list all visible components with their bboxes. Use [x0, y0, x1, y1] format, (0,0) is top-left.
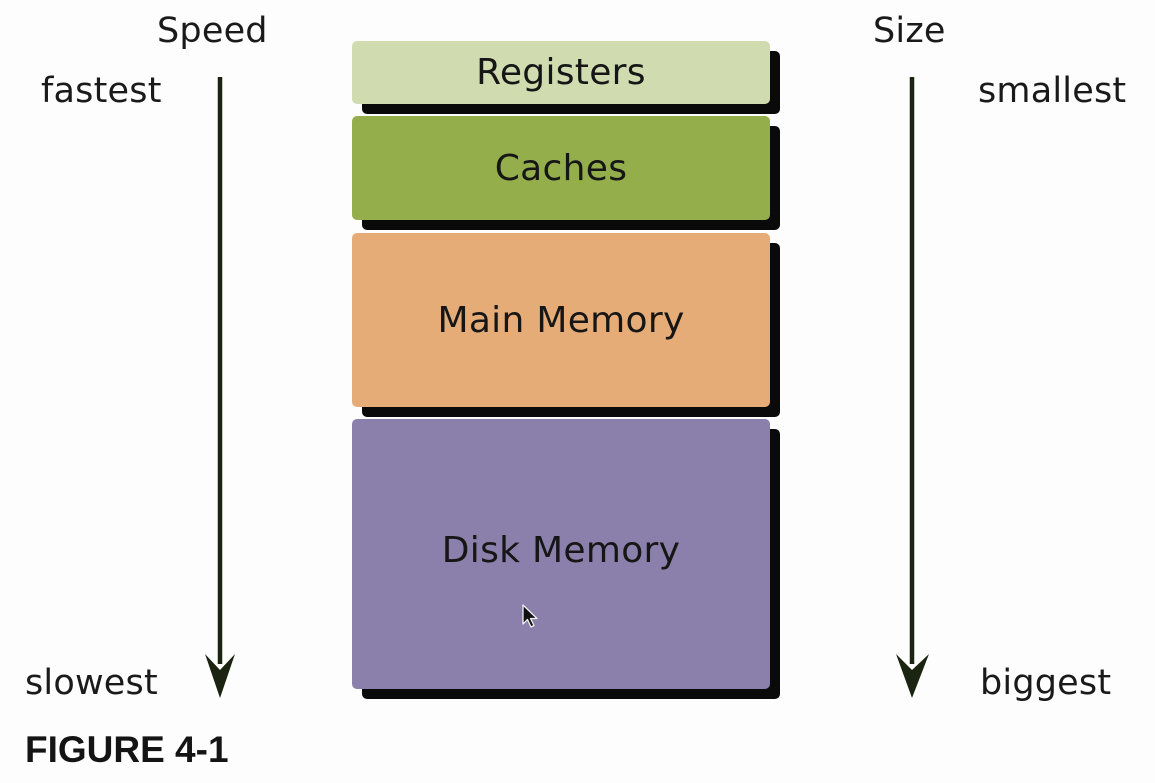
tier-caches-box: Caches: [352, 116, 770, 220]
speed-down-arrow-icon: [205, 77, 235, 698]
tier-registers: Registers: [352, 41, 780, 114]
fastest-label: fastest: [41, 71, 162, 111]
biggest-label: biggest: [980, 663, 1112, 703]
smallest-label: smallest: [978, 71, 1127, 111]
tier-main-memory-label: Main Memory: [437, 299, 685, 341]
tier-main-memory: Main Memory: [352, 233, 780, 417]
speed-axis-title: Speed: [157, 11, 268, 51]
tier-disk-memory: Disk Memory: [352, 419, 780, 699]
tier-registers-box: Registers: [352, 41, 770, 104]
tier-registers-label: Registers: [476, 52, 646, 93]
tier-caches-label: Caches: [494, 147, 628, 189]
tier-caches: Caches: [352, 116, 780, 230]
tier-main-memory-box: Main Memory: [352, 233, 770, 407]
size-arrowhead: [896, 654, 929, 698]
slowest-label: slowest: [25, 663, 158, 703]
tier-disk-memory-box: Disk Memory: [352, 419, 770, 689]
mouse-pointer-icon: [522, 604, 538, 628]
size-axis-title: Size: [873, 11, 946, 51]
figure-caption: FIGURE 4-1: [25, 729, 229, 770]
speed-arrowhead: [205, 654, 235, 698]
tier-disk-memory-label: Disk Memory: [441, 529, 681, 571]
size-down-arrow-icon: [896, 77, 929, 698]
